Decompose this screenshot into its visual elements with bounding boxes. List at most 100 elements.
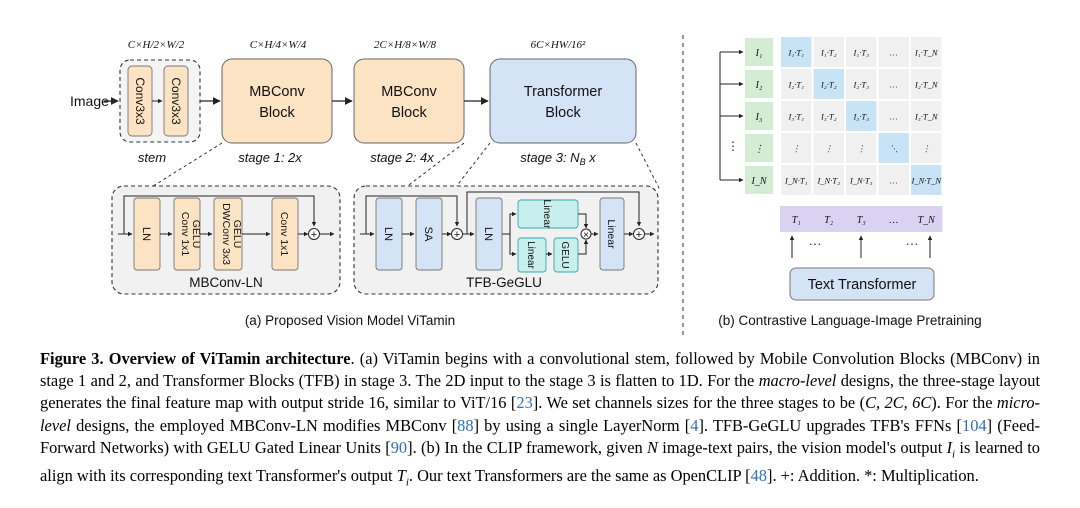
- figure-caption: Figure 3. Overview of ViTamin architectu…: [40, 348, 1040, 494]
- caption-Ti: Ti: [396, 466, 409, 489]
- caption-N: N: [647, 437, 658, 457]
- clip-image-label: ⋮: [754, 144, 764, 155]
- clip-left-dots: ⋮: [727, 139, 739, 153]
- clip-similarity-cell: [878, 101, 909, 131]
- clip-cell-label: …: [890, 48, 898, 58]
- clip-text-label: T_N: [918, 215, 937, 226]
- citation-link[interactable]: 88: [457, 415, 474, 435]
- tfb-linear-out-label: Linear: [605, 219, 617, 249]
- caption-text: designs, the three-stage layout generate…: [40, 371, 1040, 413]
- clip-cell-label: I₂·T_N: [914, 80, 939, 90]
- clip-similarity-cell: [878, 37, 909, 67]
- clip-similarity-cell: [781, 69, 812, 99]
- stem-conv2: [163, 65, 189, 137]
- clip-text-label: T₁: [792, 215, 801, 226]
- clip-similarity-cell: [846, 69, 877, 99]
- clip-similarity-cell: [911, 101, 942, 131]
- clip-similarity-cell: [846, 37, 877, 67]
- caption-text: ]. TFB-GeGLU upgrades TFB's FFNs [: [698, 415, 963, 435]
- caption-text: ] (Feed-Forward Networks) with GELU Gate…: [40, 415, 1041, 457]
- clip-similarity-cell: [813, 165, 844, 195]
- tfb-ln2-label: LN: [482, 227, 494, 241]
- tfb-add-symbol-2: +: [636, 229, 642, 241]
- stage2-label: stage 2: 4x: [370, 150, 434, 165]
- tfb-linear-bottom-box: [517, 237, 547, 273]
- caption-text: ]. (b) In the CLIP framework, given: [407, 437, 648, 457]
- stage3-transformer-block: [489, 58, 637, 144]
- citation-link[interactable]: 104: [962, 415, 987, 435]
- caption-text: ]. +: Addition. *: Multiplication.: [766, 466, 979, 486]
- tfb-add-node-2: [633, 228, 645, 240]
- tfb-gelu-box: [553, 237, 579, 273]
- stage1-title-1: MBConv: [249, 84, 305, 100]
- stage3-title-2: Block: [545, 105, 581, 121]
- subcaption-b: (b) Contrastive Language-Image Pretraini…: [718, 313, 981, 328]
- clip-similarity-cell: [781, 101, 812, 131]
- stage2-mbconv-block: [353, 58, 465, 144]
- stage2-dim-label: 2C×H/8×W/8: [374, 39, 436, 51]
- clip-cell-label: I₃·T₃: [852, 112, 869, 122]
- clip-image-embedding: [745, 102, 773, 130]
- caption-text: ). For the: [931, 393, 997, 413]
- clip-image-embedding: [745, 38, 773, 66]
- clip-image-embedding: [745, 134, 773, 162]
- clip-text-label: T₂: [824, 215, 834, 226]
- citation-link[interactable]: 90: [390, 437, 408, 457]
- clip-dots-left: …: [809, 233, 822, 248]
- clip-similarity-cell: [911, 133, 942, 163]
- mbconv-gelu2-label: GELU: [231, 220, 243, 249]
- clip-similarity-cell: [878, 69, 909, 99]
- stage3-title-1: Transformer: [524, 84, 603, 100]
- citation-link[interactable]: 4: [690, 415, 699, 435]
- clip-cell-label: I_N·T_N: [910, 176, 942, 186]
- clip-cell-label: I₁·T₁: [787, 48, 804, 58]
- clip-image-label: I_N: [751, 176, 768, 187]
- clip-cell-label: ⋮: [857, 144, 866, 154]
- caption-micro: micro-level: [40, 393, 1040, 435]
- clip-similarity-cell: [911, 37, 942, 67]
- tfb-add-node-1: [451, 228, 463, 240]
- tfb-geglu-title: TFB-GeGLU: [466, 275, 542, 290]
- stem-conv1-label: Conv3x3: [133, 77, 147, 125]
- clip-similarity-cell: [846, 133, 877, 163]
- clip-cell-label: I_N·T₁: [784, 176, 808, 186]
- citation-link[interactable]: 48: [750, 466, 767, 486]
- clip-similarity-cell: [813, 133, 844, 163]
- caption-text: ] by using a single LayerNorm [: [473, 415, 691, 435]
- clip-similarity-cell: [878, 165, 909, 195]
- mbconv-add-symbol: +: [311, 229, 317, 241]
- caption-text: ]. We set channels sizes for the three s…: [532, 393, 866, 413]
- clip-cell-label: ⋱: [890, 144, 899, 154]
- tfb-add-symbol-1: +: [454, 229, 460, 241]
- caption-text: designs, the employed MBConv-LN modifies…: [70, 415, 458, 435]
- tfb-multiply-symbol: ×: [583, 230, 589, 241]
- clip-cell-label: I₃·T_N: [914, 112, 939, 122]
- clip-positive-pair: [878, 133, 909, 163]
- image-input-label: Image: [70, 93, 109, 109]
- clip-dots-right: …: [906, 233, 919, 248]
- clip-positive-pair: [813, 69, 844, 99]
- clip-cell-label: …: [890, 176, 898, 186]
- clip-cell-label: I₂·T₁: [787, 80, 804, 90]
- caption-channels: C, 2C, 6C: [865, 393, 932, 413]
- citation-link[interactable]: 23: [516, 393, 533, 413]
- clip-cell-label: I₂·T₂: [820, 80, 837, 90]
- caption-macro: macro-level: [758, 371, 837, 391]
- stem-label: stem: [138, 150, 166, 165]
- clip-image-label: I₃: [755, 112, 763, 123]
- clip-image-label: I₂: [755, 80, 763, 91]
- clip-similarity-cell: [781, 133, 812, 163]
- stage2-title-2: Block: [391, 105, 427, 121]
- architecture-figure: C×H/2×W/2 C×H/4×W/4 2C×H/8×W/8 6C×HW/16²…: [70, 35, 982, 335]
- stem-conv2-label: Conv3x3: [169, 77, 183, 125]
- mbconv-ln-title: MBConv-LN: [189, 275, 263, 290]
- stage1-dim-label: C×H/4×W/4: [250, 39, 307, 51]
- tfb-linear-bottom-label: Linear: [525, 241, 536, 269]
- clip-similarity-cell: [911, 69, 942, 99]
- stage1-mbconv-block: [221, 58, 333, 144]
- clip-cell-label: I₁·T₂: [820, 48, 837, 58]
- clip-text-embeddings-row: [780, 206, 943, 232]
- subcaption-a: (a) Proposed Vision Model ViTamin: [245, 313, 455, 328]
- clip-image-label: I₁: [755, 48, 763, 59]
- stage1-title-2: Block: [259, 105, 295, 121]
